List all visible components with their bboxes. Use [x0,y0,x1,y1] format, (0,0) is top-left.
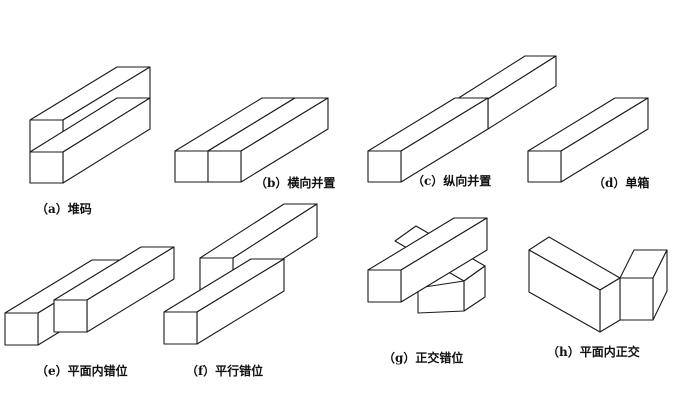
box-a-lower-front-face [29,151,64,184]
box-d [527,97,649,183]
box-e-right [53,246,175,333]
caption-e: （e）平面内错位 [36,364,128,378]
caption-d: （d）单箱 [593,176,650,190]
box-c-front-front-face [367,150,402,183]
panel-g-orthogonal-offset [367,217,488,314]
box-e-right-front-face [53,299,88,333]
caption-g: （g）正交错位 [383,351,464,365]
box-g-upper-front-face [367,269,402,303]
caption-a: （a）堆码 [36,202,92,216]
box-e-left-front-face [4,312,39,346]
caption-f: （f）平行错位 [186,364,264,378]
panel-c-end-to-end [367,55,557,183]
box-c-front [367,97,489,183]
box-b-left-front-face [174,150,209,183]
box-h-left [528,236,621,333]
panel-f-parallel-offset [163,203,318,345]
panel-e-in-plane-offset [4,246,175,346]
panel-b-side-by-side [174,97,329,183]
box-d-front-face [527,150,562,183]
box-b-right [207,97,329,183]
box-g-lower-front-face [417,280,465,314]
box-g-upper [367,217,488,303]
panel-d-single-box [527,97,649,183]
caption-c: （c）纵向并置 [412,174,492,188]
box-f-lower [163,258,285,345]
panel-a-stacked [29,66,151,184]
caption-h: （h）平面内正交 [547,345,640,359]
panel-h-in-plane-orthogonal [528,236,668,333]
box-h-left-front-face [528,249,601,333]
box-h-right [619,249,668,321]
caption-b: （b）横向并置 [255,176,336,190]
box-f-lower-front-face [163,311,198,345]
box-a-lower [29,97,151,184]
box-b-right-front-face [207,150,242,183]
box-h-right-front-face [619,277,654,321]
